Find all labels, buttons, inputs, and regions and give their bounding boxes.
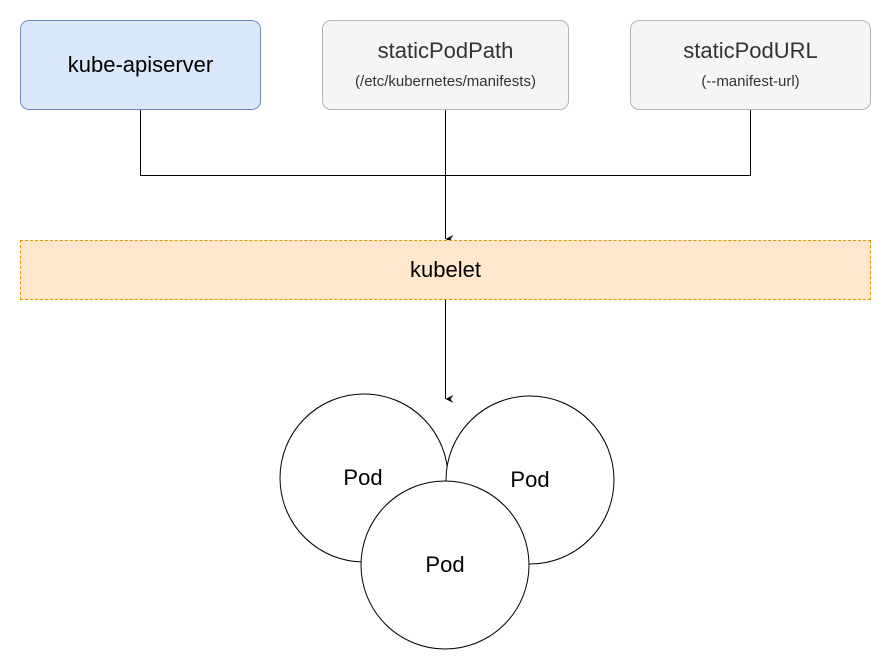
static-pod-url-subtitle: (--manifest-url) xyxy=(701,73,800,90)
pod-label-right: Pod xyxy=(510,467,550,492)
kube-apiserver-box: kube-apiserver xyxy=(20,20,261,110)
static-pod-url-label: staticPodURL xyxy=(683,38,818,63)
pod-label-bottom: Pod xyxy=(425,552,465,577)
connector-static-url xyxy=(445,110,751,176)
static-pod-path-subtitle: (/etc/kubernetes/manifests) xyxy=(355,73,536,90)
static-pod-path-box: staticPodPath (/etc/kubernetes/manifests… xyxy=(322,20,569,110)
kubelet-label: kubelet xyxy=(410,257,481,282)
static-pod-path-label: staticPodPath xyxy=(377,38,514,63)
kube-apiserver-label: kube-apiserver xyxy=(67,52,214,77)
pod-label-left: Pod xyxy=(343,465,383,490)
static-pod-url-box: staticPodURL (--manifest-url) xyxy=(630,20,871,110)
connector-apiserver xyxy=(140,110,446,176)
kubelet-box: kubelet xyxy=(20,240,871,300)
pod-circle-bottom xyxy=(360,480,530,650)
